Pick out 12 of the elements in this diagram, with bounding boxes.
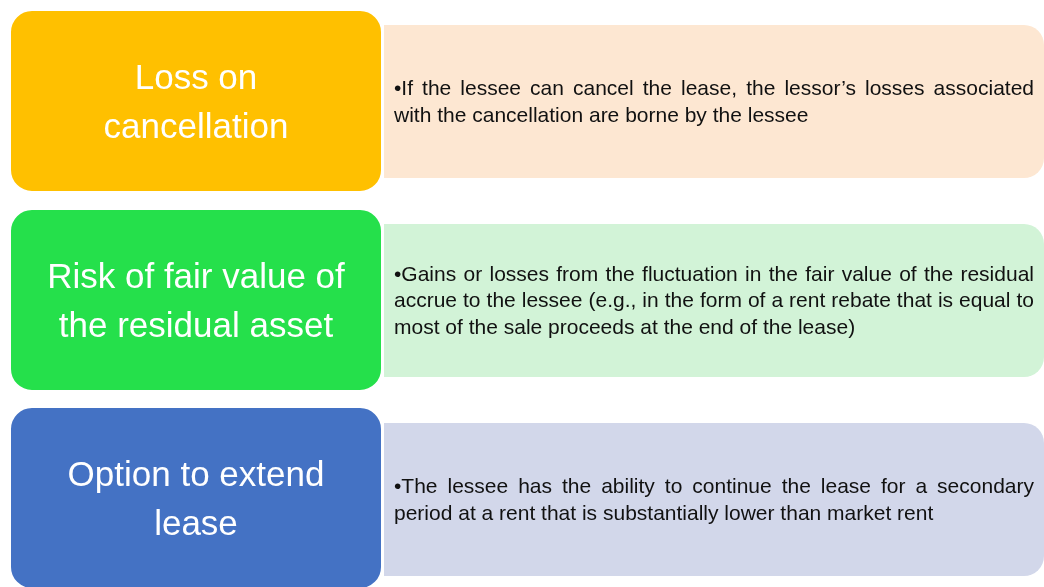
category-box [8, 207, 384, 393]
description-panel [384, 423, 1044, 576]
category-title: Risk of fair value of the residual asset [46, 255, 346, 346]
category-box [8, 8, 384, 194]
description-text: •Gains or losses from the fluctuation in the fair value of the residual accrue to the lessee (e.g., in the form of a rent rebate that is equal to most of the sale proceeds at the end of the lease) [394, 261, 1034, 340]
description-text: •The lessee has the ability to continue the lease for a secondary period at a rent that is substantially lower than market rent [394, 473, 1034, 526]
category-box [8, 405, 384, 587]
description-panel [384, 224, 1044, 377]
category-title: Loss on cancellation [102, 56, 290, 147]
description-text: •If the lessee can cancel the lease, the lessor’s losses associated with the cancellation are borne by the lessee [394, 75, 1034, 128]
category-title: Option to extend lease [66, 453, 326, 544]
description-panel [384, 25, 1044, 178]
